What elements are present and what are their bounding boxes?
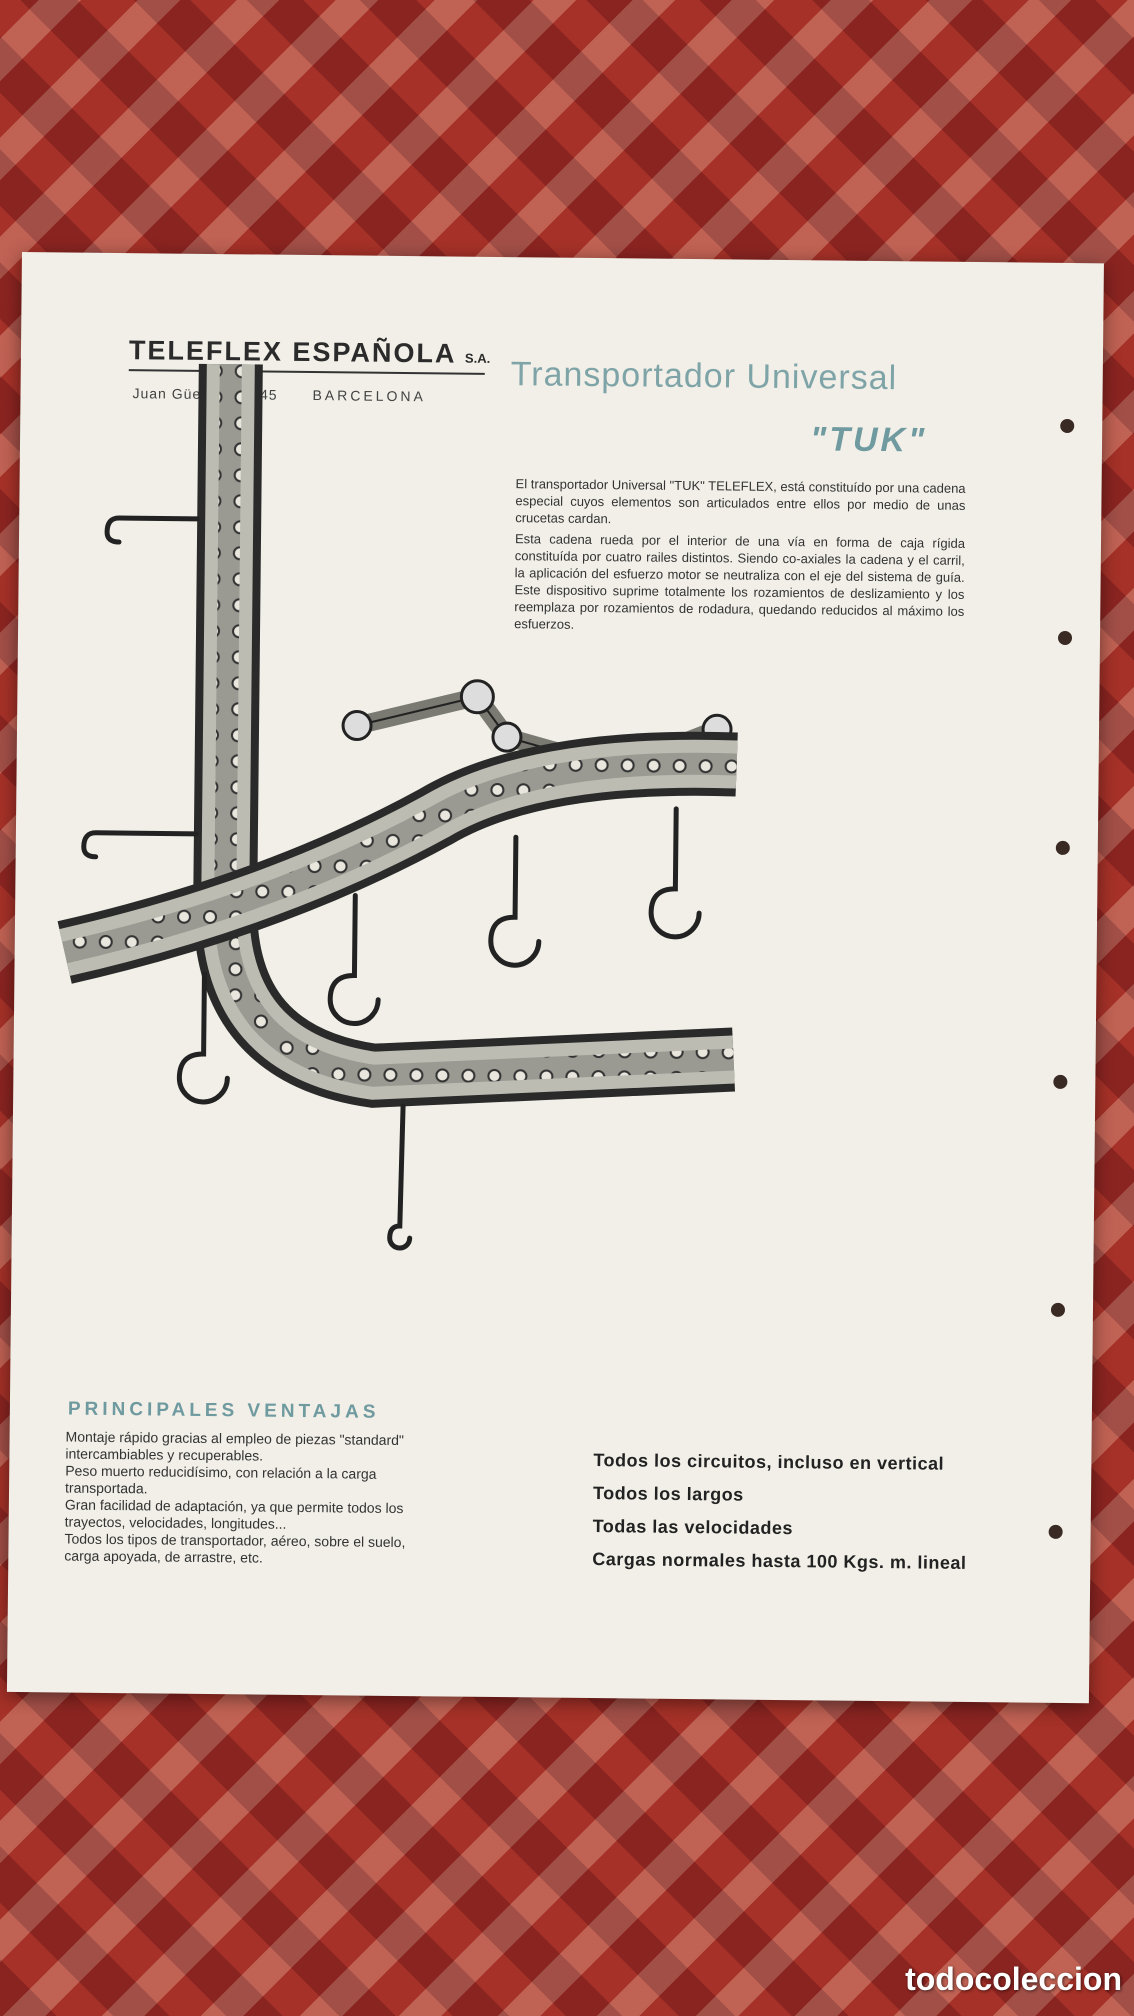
feature-item: Todas las velocidades (592, 1516, 794, 1539)
vertical-rail-illustration (193, 363, 736, 1108)
advantage-item: Peso muerto reducidísimo, con relación a… (64, 1462, 377, 1497)
advantage-item: Gran facilidad de adaptación, ya que per… (64, 1496, 404, 1532)
advantages-title: PRINCIPALES VENTAJAS (67, 1398, 380, 1423)
site-watermark: todocoleccion (905, 1961, 1122, 1997)
features-list: Todos los circuitos, incluso en vertical… (592, 1444, 968, 1580)
brochure-sheet: TELEFLEX ESPAÑOLA S.A. Juan Güell, 139-1… (6, 252, 1104, 1704)
sloped-rail-illustration (57, 731, 738, 984)
conveyor-illustration (57, 363, 738, 1251)
feature-item: Todos los largos (592, 1483, 744, 1505)
advantages-list: Montaje rápido gracias al empleo de piez… (64, 1429, 425, 1569)
feature-item: Todos los circuitos, incluso en vertical (593, 1450, 945, 1474)
hook-icons (81, 515, 702, 1251)
feature-item: Cargas normales hasta 100 Kgs. m. lineal (592, 1549, 967, 1573)
advantage-item: Todos los tipos de transportador, aéreo,… (64, 1530, 406, 1566)
advantage-item: Montaje rápido gracias al empleo de piez… (65, 1428, 405, 1464)
